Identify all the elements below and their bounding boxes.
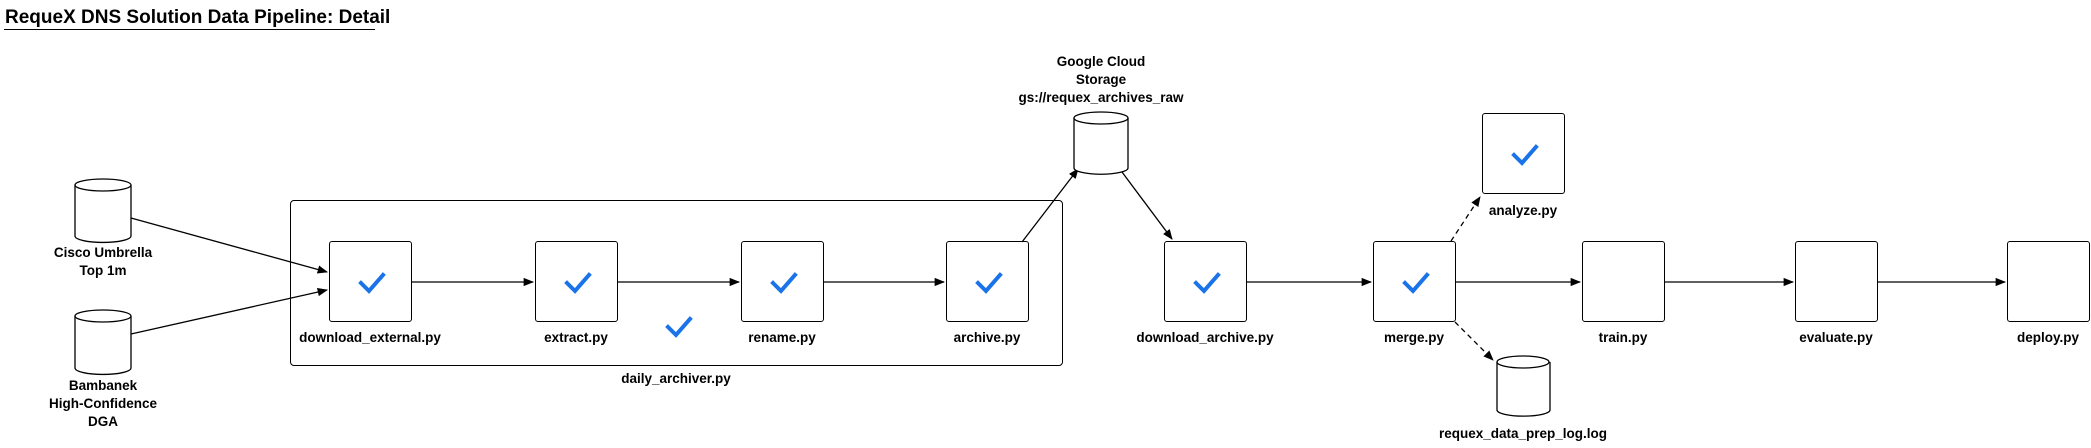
step-label-archive: archive.py	[953, 330, 1021, 345]
edge-cisco-to-download-external	[130, 217, 329, 274]
step-deploy[interactable]	[2007, 241, 2090, 322]
cisco-database-icon	[74, 178, 132, 244]
gcs-database-icon	[1073, 111, 1129, 175]
step-label-extract: extract.py	[544, 330, 608, 345]
check-icon-download-external	[358, 272, 386, 294]
daily-archiver-group	[290, 200, 1063, 366]
step-evaluate[interactable]	[1795, 241, 1878, 322]
check-icon-merge	[1402, 272, 1430, 294]
check-icon-rename	[770, 272, 798, 294]
title-underline	[4, 29, 375, 30]
check-icon-daily-archiver	[665, 316, 693, 338]
step-analyze[interactable]	[1482, 113, 1565, 194]
step-label-evaluate: evaluate.py	[1799, 330, 1873, 345]
step-extract[interactable]	[535, 241, 618, 322]
check-icon-analyze	[1511, 144, 1539, 166]
step-rename[interactable]	[741, 241, 824, 322]
step-label-analyze: analyze.py	[1488, 203, 1558, 218]
step-download-external[interactable]	[329, 241, 412, 322]
step-download-archive[interactable]	[1164, 241, 1247, 322]
storage-label-log: requex_data_prep_log.log	[1438, 426, 1608, 441]
step-train[interactable]	[1582, 241, 1665, 322]
step-label-rename: rename.py	[748, 330, 816, 345]
bambanek-database-icon	[74, 309, 132, 376]
step-label-deploy: deploy.py	[2016, 330, 2079, 345]
check-icon-download-archive	[1193, 272, 1221, 294]
step-merge[interactable]	[1373, 241, 1456, 322]
step-archive[interactable]	[946, 241, 1029, 322]
group-label-daily-archiver: daily_archiver.py	[621, 371, 731, 386]
edge-archive-to-gcs	[1021, 168, 1079, 243]
step-label-download-external: download_external.py	[299, 330, 441, 345]
source-label-cisco: Cisco Umbrella Top 1m	[53, 245, 153, 278]
edge-gcs-to-download-archive	[1121, 171, 1173, 240]
check-icon-extract	[564, 272, 592, 294]
source-label-bambanek: Bambanek High-Confidence DGA	[49, 378, 157, 429]
edge-bambanek-to-download-external	[130, 287, 329, 335]
page-title: RequeX DNS Solution Data Pipeline: Detai…	[5, 7, 391, 28]
step-label-merge: merge.py	[1383, 330, 1445, 345]
storage-label-gcs: Google Cloud Storage gs://requex_archive…	[1018, 54, 1184, 105]
log-database-icon	[1496, 355, 1551, 417]
step-label-download-archive: download_archive.py	[1136, 330, 1274, 345]
step-label-train: train.py	[1598, 330, 1648, 345]
check-icon-archive	[975, 272, 1003, 294]
